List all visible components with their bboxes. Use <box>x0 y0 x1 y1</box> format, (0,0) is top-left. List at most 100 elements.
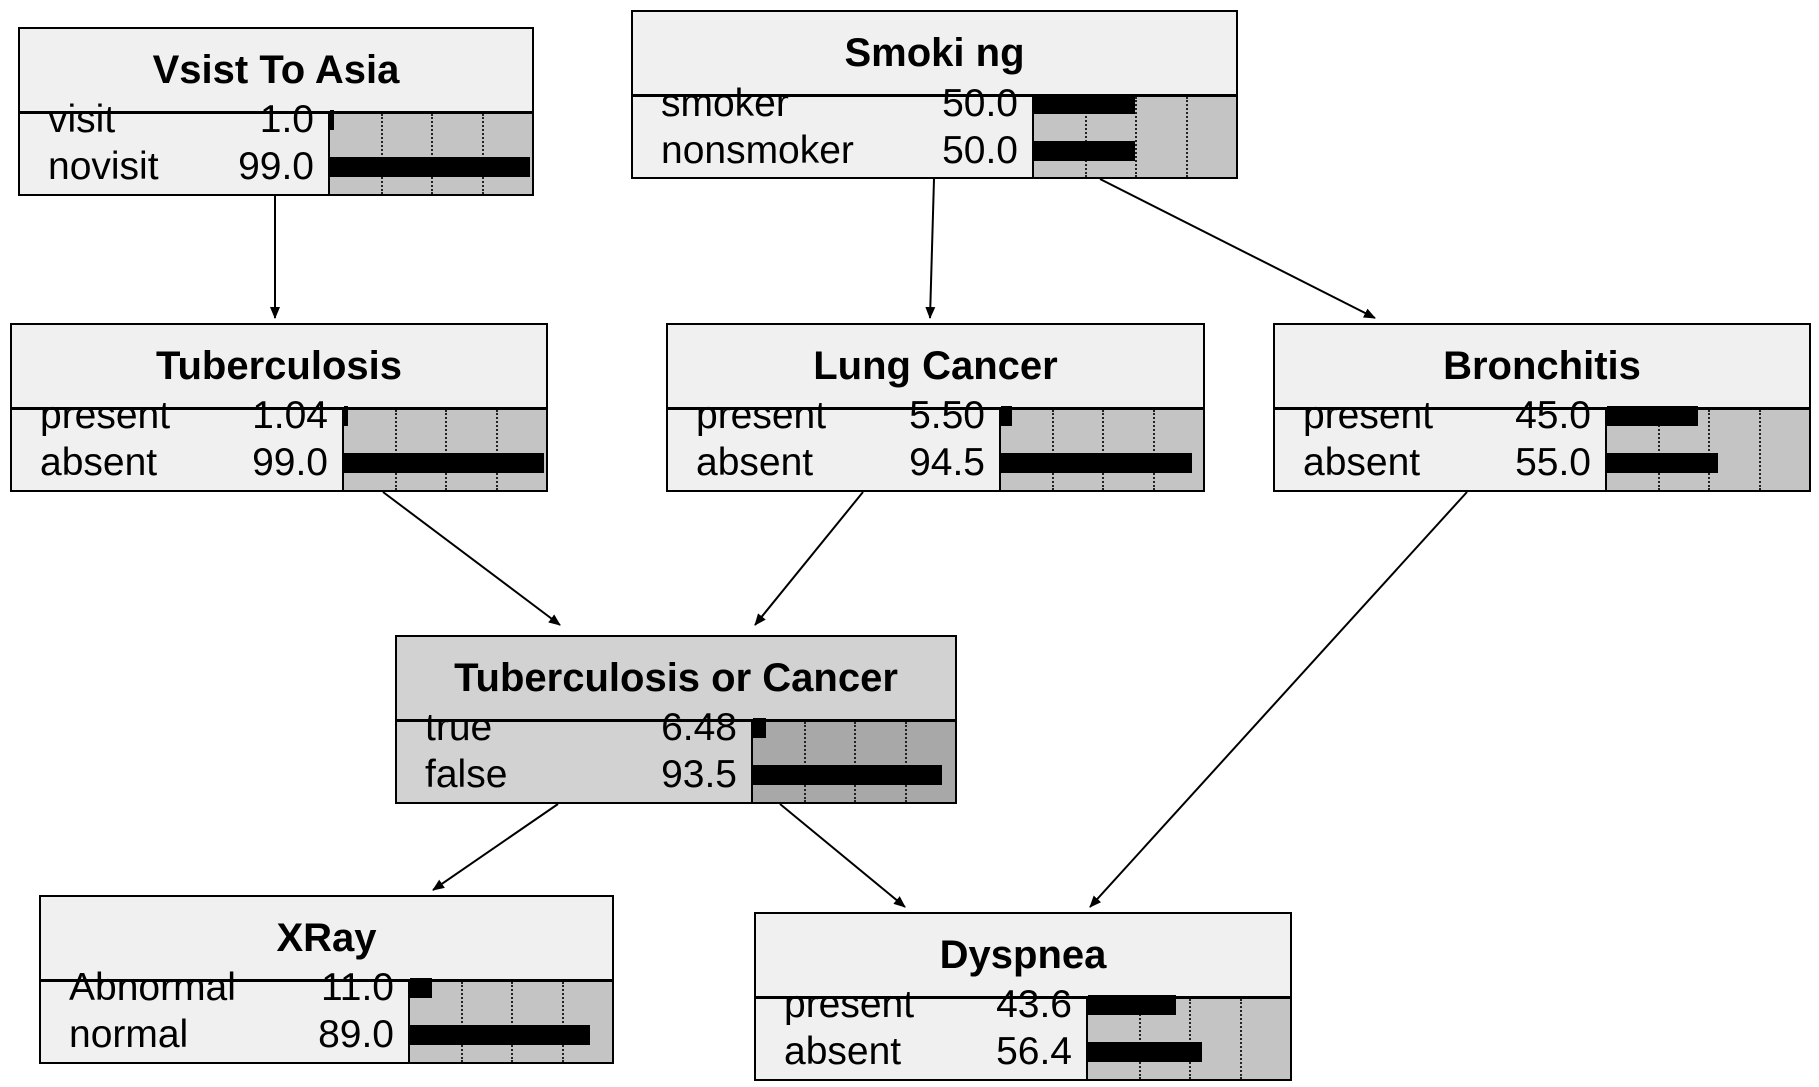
state-value: 55.0 <box>1515 441 1591 484</box>
grid-line <box>1186 97 1188 177</box>
node-belief-panel: visit 1.0 novisit 99.0 <box>20 98 532 194</box>
grid-line <box>1708 410 1710 490</box>
grid-line <box>1135 97 1137 177</box>
grid-line <box>1085 97 1087 177</box>
state-value: 6.48 <box>661 706 737 749</box>
edge-tuberculosis-to-tuberculosis-or-cancer <box>382 491 561 626</box>
state-label: true <box>425 706 493 749</box>
state-value: 45.0 <box>1515 394 1591 437</box>
belief-bar-present <box>344 406 348 426</box>
belief-bar-area <box>1001 406 1203 490</box>
node-belief-panel: present 43.6 absent 56.4 <box>756 983 1290 1079</box>
node-belief-panel: present 1.04 absent 99.0 <box>12 394 546 490</box>
grid-line <box>1102 410 1104 490</box>
belief-bar-smoker <box>1034 94 1135 114</box>
edge-bronchitis-to-dyspnea <box>1089 491 1468 908</box>
state-row: Abnormal 11.0 <box>41 965 408 1011</box>
state-value: 99.0 <box>252 441 328 484</box>
state-label: absent <box>40 441 158 484</box>
belief-bar-visit <box>330 110 334 130</box>
state-label: novisit <box>48 145 159 188</box>
state-value: 89.0 <box>318 1013 394 1056</box>
grid-line <box>496 410 498 490</box>
belief-bar-Abnormal <box>410 978 432 998</box>
node-title: Bronchitis <box>1275 325 1809 410</box>
node-title: Smoki ng <box>633 12 1236 97</box>
node-title: Dyspnea <box>756 914 1290 999</box>
state-label: present <box>1303 394 1434 437</box>
belief-bar-area <box>344 406 546 490</box>
belief-bar-present <box>1607 406 1698 426</box>
state-value: 1.0 <box>259 98 314 141</box>
belief-bar-present <box>1001 406 1012 426</box>
edge-lung-cancer-to-tuberculosis-or-cancer <box>754 491 864 626</box>
state-row: absent 56.4 <box>756 1029 1086 1075</box>
state-label: present <box>696 394 827 437</box>
belief-bar-normal <box>410 1025 590 1045</box>
node-title: Lung Cancer <box>668 325 1203 410</box>
belief-bar-true <box>753 718 766 738</box>
state-label: present <box>784 983 915 1026</box>
edge-smoking-to-bronchitis <box>1099 178 1376 319</box>
belief-bar-nonsmoker <box>1034 141 1135 161</box>
state-row: present 45.0 <box>1275 393 1605 439</box>
node-title: Vsist To Asia <box>20 29 532 114</box>
state-label: visit <box>48 98 116 141</box>
node-title: Tuberculosis <box>12 325 546 410</box>
belief-bar-area <box>1607 406 1809 490</box>
state-label: Abnormal <box>69 966 236 1009</box>
state-value: 43.6 <box>996 983 1072 1026</box>
grid-line <box>804 722 806 802</box>
grid-line <box>381 114 383 194</box>
belief-bar-absent <box>1088 1042 1202 1062</box>
state-value: 1.04 <box>252 394 328 437</box>
state-value: 5.50 <box>909 394 985 437</box>
state-row: novisit 99.0 <box>20 144 328 190</box>
edge-tuberculosis-or-cancer-to-dyspnea <box>779 803 906 908</box>
belief-bar-false <box>753 765 942 785</box>
state-row: present 1.04 <box>12 393 342 439</box>
grid-line <box>854 722 856 802</box>
edge-smoking-to-lung-cancer <box>925 178 936 319</box>
grid-line <box>562 982 564 1062</box>
state-row: present 43.6 <box>756 982 1086 1028</box>
grid-line <box>461 982 463 1062</box>
state-value: 94.5 <box>909 441 985 484</box>
state-value: 93.5 <box>661 753 737 796</box>
state-row: absent 99.0 <box>12 440 342 486</box>
state-value: 99.0 <box>238 145 314 188</box>
belief-bar-area <box>753 718 955 802</box>
state-list: visit 1.0 novisit 99.0 <box>20 98 330 194</box>
state-label: smoker <box>661 82 789 125</box>
state-value: 56.4 <box>996 1030 1072 1073</box>
state-label: present <box>40 394 171 437</box>
state-row: visit 1.0 <box>20 97 328 143</box>
state-row: present 5.50 <box>668 393 999 439</box>
grid-line <box>511 982 513 1062</box>
state-label: absent <box>784 1030 902 1073</box>
state-value: 11.0 <box>320 966 394 1009</box>
